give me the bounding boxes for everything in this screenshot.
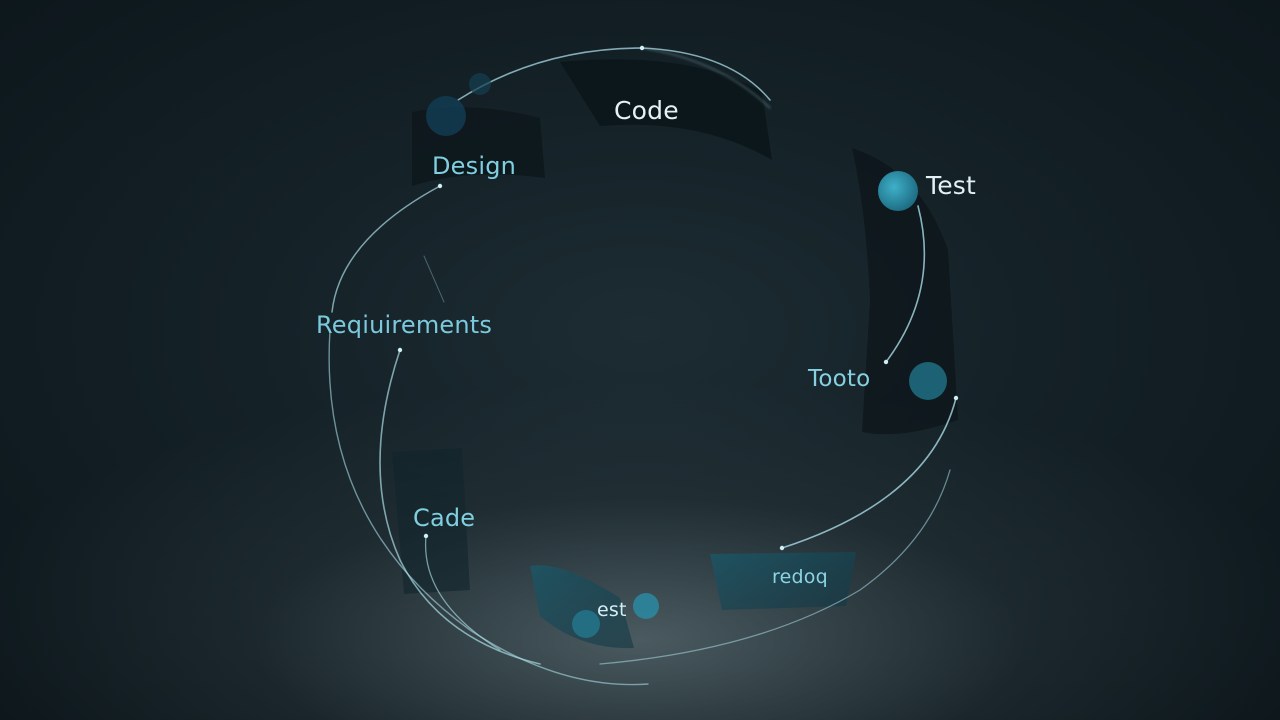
dot-est-a	[633, 593, 659, 619]
node-point-tooto	[883, 359, 889, 365]
arc-left-outer	[328, 329, 649, 686]
arc-cade-tail	[424, 535, 501, 651]
dot-test	[878, 171, 918, 211]
node-label-code: Code	[614, 96, 679, 125]
node-point-requirements	[397, 347, 403, 353]
panel-est	[530, 565, 634, 649]
arc-panel-top	[560, 59, 772, 161]
node-point-top	[639, 45, 645, 51]
node-point-right	[953, 395, 959, 401]
arc-panel-left-low	[392, 448, 470, 594]
dot-design-dark	[426, 96, 466, 136]
arc-left-tick	[423, 255, 445, 303]
node-label-cade: Cade	[413, 504, 476, 532]
node-label-est: est	[597, 599, 627, 621]
dot-est-b	[572, 610, 600, 638]
node-label-requirements: Reqiuirements	[316, 311, 493, 339]
node-label-design: Design	[432, 152, 517, 180]
arc-design-left	[331, 185, 441, 313]
arc-right-lower	[781, 397, 957, 549]
dot-tooto	[909, 362, 947, 400]
node-point-cade	[423, 533, 429, 539]
node-point-design	[437, 183, 443, 189]
arc-left-inner	[379, 349, 541, 665]
node-label-tooto: Tooto	[808, 366, 871, 392]
node-point-redoq	[779, 545, 785, 551]
node-label-test: Test	[926, 171, 977, 200]
node-label-redoq: redoq	[772, 566, 828, 588]
arc-bottom	[599, 469, 951, 665]
dot-design-small	[469, 73, 491, 95]
panel-redoq	[710, 552, 856, 610]
arc-top-inner	[641, 47, 771, 109]
arc-test-right	[885, 205, 926, 363]
